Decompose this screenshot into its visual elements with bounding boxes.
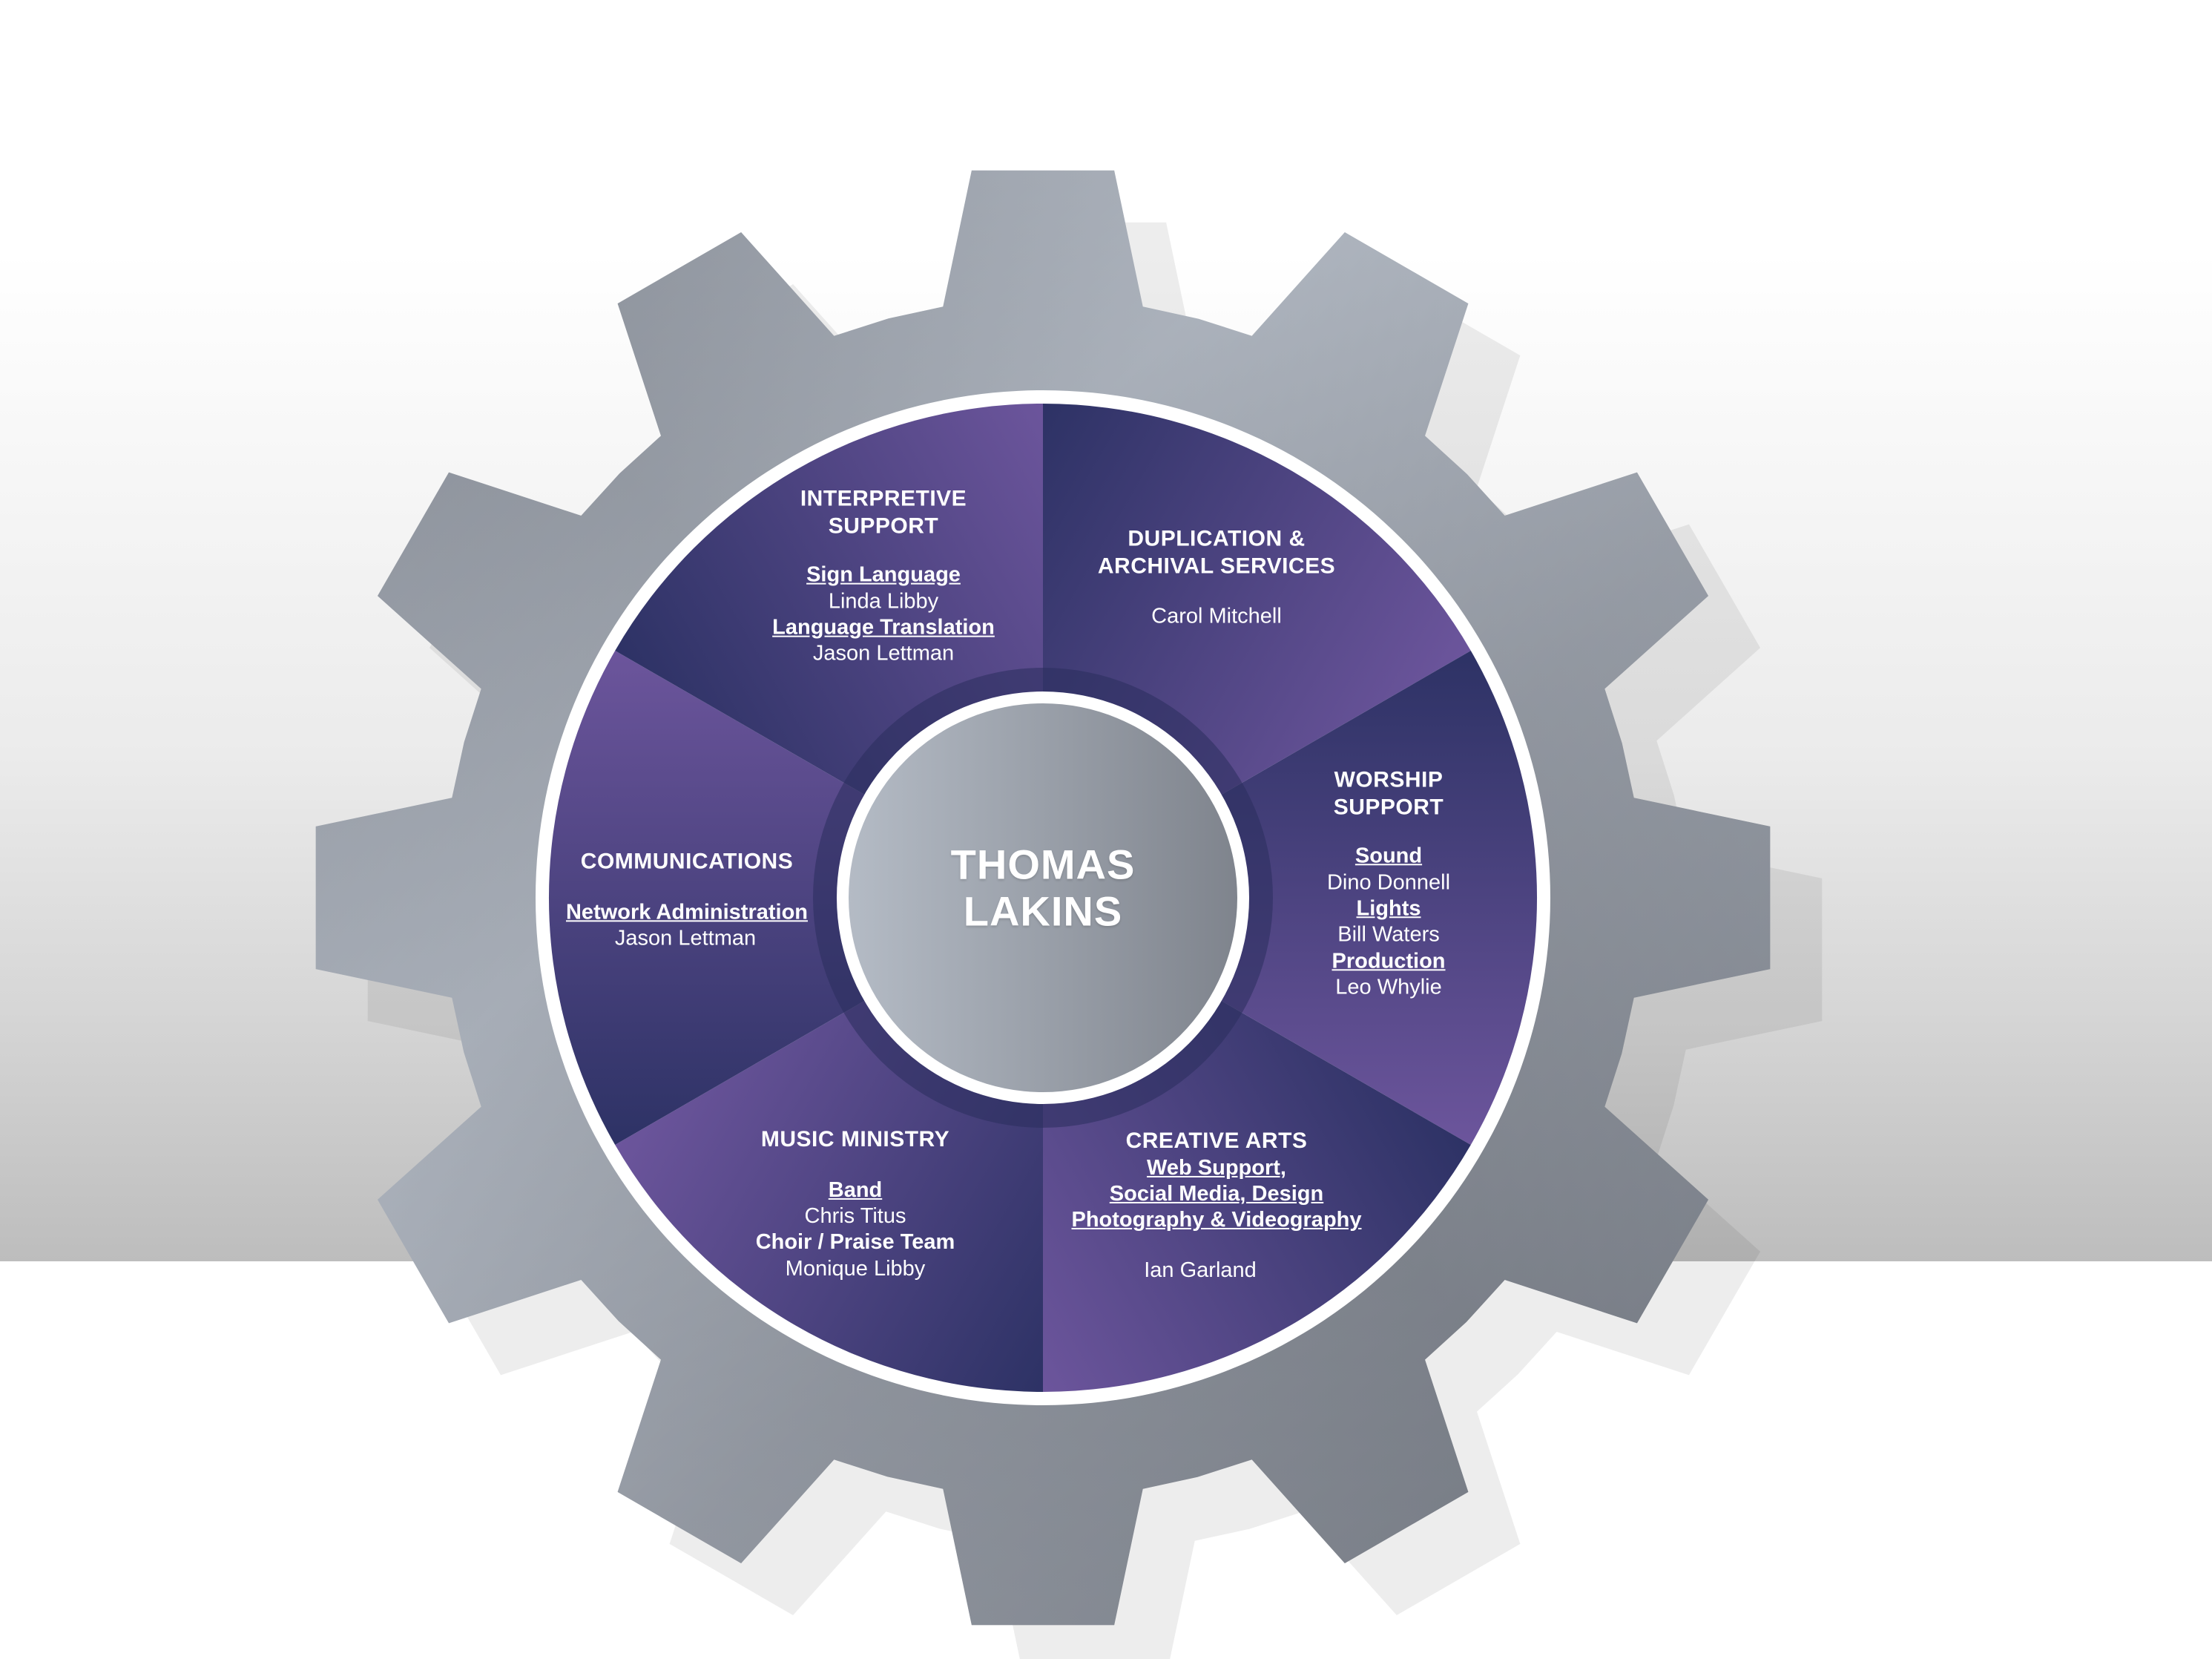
segment-wedge-communications [548,651,1043,1145]
center-name: THOMAS LAKINS [951,841,1136,934]
segment-title: INTERPRETIVE [800,486,967,511]
segment-person: Carol Mitchell [1151,604,1282,628]
segment-communications: COMMUNICATIONS Network Administration Ja… [566,848,808,951]
segment-interpretive-support: INTERPRETIVE SUPPORT Sign Language Linda… [772,486,995,668]
segment-person: Chris Titus [804,1203,906,1228]
segment-subheading: Social Media, Design [1109,1181,1324,1206]
segment-subheading: Network Administration [565,899,809,924]
segment-person: Monique Libby [785,1256,926,1281]
segment-subheading: Language Translation [772,615,995,640]
segment-person: Dino Donnell [1326,870,1451,894]
segment-title: COMMUNICATIONS [580,849,794,874]
segment-subheading: Sound [1354,844,1423,868]
segment-title: MUSIC MINISTRY [760,1126,950,1152]
segment-title: SUPPORT [828,513,939,539]
segment-subheading: Choir / Praise Team [755,1230,955,1255]
center-name-line1: THOMAS [950,841,1136,888]
segment-duplication-archival: DUPLICATION & ARCHIVAL SERVICES Carol Mi… [1098,526,1335,631]
segment-subheading: Lights [1356,896,1421,921]
segment-title: WORSHIP [1334,767,1444,792]
segment-wedge-worship [1043,651,1538,1145]
segment-subheading: Web Support, [1147,1155,1286,1180]
center-hub [849,703,1237,1092]
segment-person: Jason Lettman [812,641,955,666]
segment-title: DUPLICATION & [1128,526,1306,551]
segment-music-ministry: MUSIC MINISTRY Band Chris Titus Choir / … [756,1126,955,1282]
segment-title: CREATIVE ARTS [1125,1128,1308,1153]
segment-subheading: Band [828,1177,883,1202]
segment-worship-support: WORSHIP SUPPORT Sound Dino Donnell Light… [1327,766,1450,1000]
segment-person: Ian Garland [1144,1258,1257,1282]
segment-subheading: Sign Language [806,562,961,587]
segment-title: ARCHIVAL SERVICES [1097,553,1336,579]
segment-subheading: Photography & Videography [1071,1208,1362,1232]
segment-subheading: Production [1332,948,1446,973]
segment-creative-arts: CREATIVE ARTS Web Support, Social Media,… [1071,1128,1361,1284]
segment-title: SUPPORT [1333,794,1444,819]
segment-person: Bill Waters [1337,922,1440,947]
segment-person: Leo Whylie [1335,975,1442,999]
center-name-line2: LAKINS [963,887,1123,934]
segment-person: Linda Libby [828,589,939,614]
segment-person: Jason Lettman [614,926,757,950]
